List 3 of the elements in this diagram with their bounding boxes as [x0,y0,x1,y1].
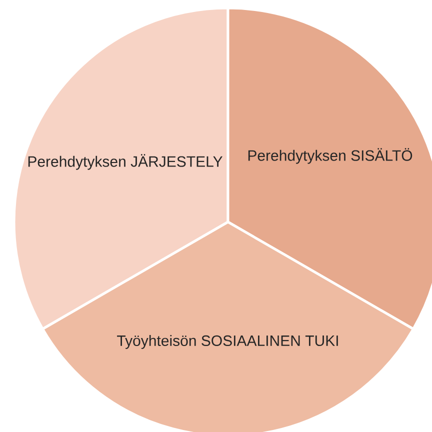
pie-sector: Työyhteisön SOSIAALINEN TUKI [41,220,415,432]
pie-sector: Perehdytyksen SISÄLTÖ [226,6,432,330]
pie-sector: Perehdytyksen JÄRJESTELY [12,6,230,330]
